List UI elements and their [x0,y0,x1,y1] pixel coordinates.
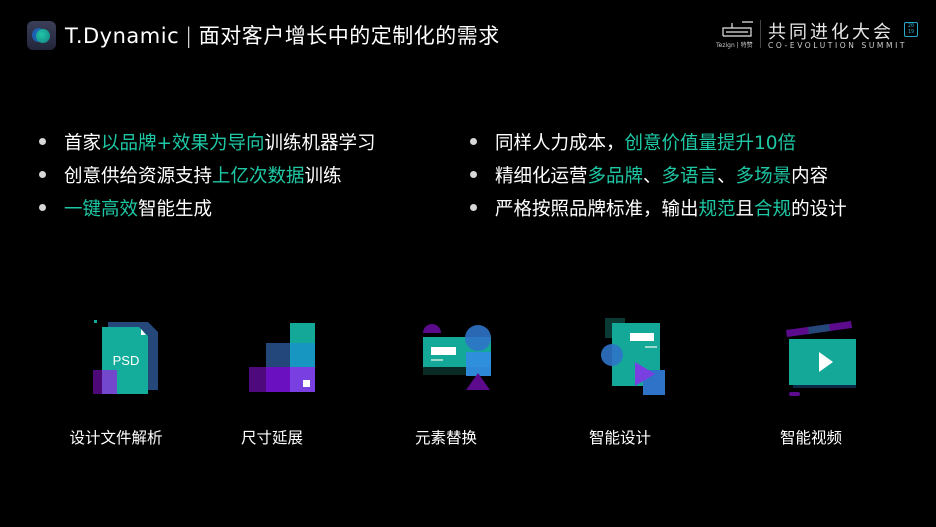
highlight-text: 以品牌+效果为导向 [101,132,265,154]
bullet-text: 首家 [64,132,102,154]
bullet-dot-icon [39,138,46,145]
app-name: T.Dynamic [65,24,180,48]
highlight-text: 多场景 [735,165,792,187]
bullet-text: 创意供给资源支持 [64,165,213,187]
feature-label: 智能设计 [588,429,651,447]
feature-label: 尺寸延展 [240,429,303,447]
page-subtitle: 面对客户增长中的定制化的需求 [198,24,500,48]
highlight-text: 上亿次数据 [212,165,305,187]
bullet-list-right: 同样人力成本，创意价值量提升10倍精细化运营多品牌、多语言、多场景内容严格按照品… [470,125,847,224]
year-top: 20 [907,23,915,29]
feature-smart-video: 智能视频 [751,318,871,447]
bullet-dot-icon [39,204,46,211]
resize-blocks-icon [227,318,317,398]
summit-title-cn: 共同进化大会 [768,22,894,43]
feature-smart-design: 智能设计 [560,318,680,447]
feature-label: 元素替换 [414,429,477,447]
bullet-item: 同样人力成本，创意价值量提升10倍 [470,125,847,158]
bullet-text: 、 [717,165,736,187]
feature-design-file-parsing: PSD 设计文件解析 [56,318,176,447]
bullet-text: 同样人力成本， [495,132,625,154]
summit-divider [760,20,761,48]
bullet-list-left: 首家以品牌+效果为导向训练机器学习创意供给资源支持上亿次数据训练一键高效智能生成 [39,125,376,224]
highlight-text: 规范 [698,198,736,220]
highlight-text: 一键高效 [64,198,139,220]
bullet-text: 精细化运营 [495,165,588,187]
page-title: T.Dynamic|面对客户增长中的定制化的需求 [65,20,500,50]
bullet-dot-icon [470,171,477,178]
title-separator: | [185,24,193,48]
bullet-text: 智能生成 [138,198,213,220]
bullet-text: 的设计 [791,198,847,220]
bullet-item: 创意供给资源支持上亿次数据训练 [39,158,376,191]
bullet-dot-icon [470,204,477,211]
tdynamic-logo-icon [27,20,56,50]
bullet-text: 训练机器学习 [264,132,376,154]
year-badge-icon: 20 19 [904,22,918,37]
bullet-item: 严格按照品牌标准，输出规范且合规的设计 [470,191,847,224]
year-bottom: 19 [907,29,915,35]
summit-title-en: CO-EVOLUTION SUMMIT [768,41,908,50]
highlight-text: 多语言 [661,165,718,187]
video-clapper-icon [766,318,866,398]
slide-header: T.Dynamic|面对客户增长中的定制化的需求 [27,19,500,51]
bullet-item: 精细化运营多品牌、多语言、多场景内容 [470,158,847,191]
summit-logo: Tezign | 特赞 共同进化大会 CO-EVOLUTION SUMMIT 2… [716,18,928,52]
bullet-dot-icon [470,138,477,145]
bullet-text: 内容 [791,165,829,187]
highlight-text: 创意价值量提升10倍 [624,132,797,154]
feature-label: 设计文件解析 [69,429,163,447]
bullet-item: 一键高效智能生成 [39,191,376,224]
highlight-text: 合规 [754,198,792,220]
bullet-text: 严格按照品牌标准，输出 [495,198,699,220]
smart-design-icon [575,318,667,398]
bullet-dot-icon [39,171,46,178]
feature-element-replacement: 元素替换 [386,318,506,447]
bullet-text: 训练 [304,165,342,187]
feature-label: 智能视频 [779,429,842,447]
tezign-brand-text: Tezign | 特赞 [716,42,753,49]
highlight-text: 多品牌 [587,165,644,187]
tezign-logo-icon [722,21,753,37]
psd-file-icon: PSD [71,318,161,398]
bullet-item: 首家以品牌+效果为导向训练机器学习 [39,125,376,158]
bullet-text: 、 [643,165,662,187]
svg-text:PSD: PSD [113,353,140,368]
element-swap-icon [401,318,499,398]
bullet-text: 且 [735,198,755,220]
feature-size-extension: 尺寸延展 [212,318,332,447]
